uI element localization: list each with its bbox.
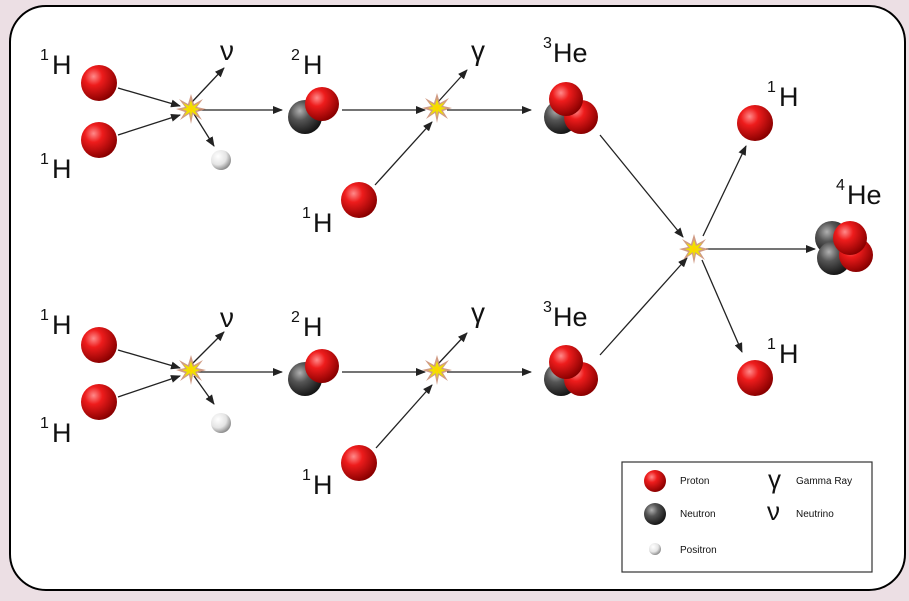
- svg-text:1: 1: [40, 47, 49, 64]
- svg-text:H: H: [303, 312, 323, 342]
- label-hydrogen-1: 1 H: [302, 467, 333, 500]
- label-hydrogen-1: 1 H: [767, 336, 799, 369]
- legend: Proton Neutron Positron γ Gamma Ray ν Ne…: [621, 461, 873, 573]
- neutrino-label: ν: [220, 35, 234, 66]
- label-helium-3: 3 He: [543, 35, 588, 68]
- svg-text:He: He: [553, 38, 588, 68]
- label-helium-3: 3 He: [543, 299, 588, 332]
- svg-text:4: 4: [836, 177, 845, 194]
- svg-text:He: He: [847, 180, 882, 210]
- reaction-arrows: [117, 67, 816, 449]
- legend-neutron-label: Neutron: [680, 509, 716, 520]
- svg-text:1: 1: [767, 79, 776, 96]
- label-hydrogen-1: 1 H: [40, 415, 72, 448]
- proton-icon: [341, 445, 377, 481]
- legend-neutrino-label: Neutrino: [796, 509, 834, 520]
- legend-gamma-symbol: γ: [768, 464, 781, 494]
- deuterium-nucleus-icon: [288, 87, 339, 134]
- svg-text:H: H: [52, 50, 72, 80]
- helium-4-nucleus-icon: [815, 221, 873, 275]
- deuterium-nucleus-icon: [288, 349, 339, 396]
- legend-neutrino-symbol: ν: [767, 496, 780, 526]
- legend-gamma-label: Gamma Ray: [796, 476, 852, 487]
- proton-icon: [81, 384, 117, 420]
- svg-text:H: H: [303, 50, 323, 80]
- label-hydrogen-1: 1 H: [40, 151, 72, 184]
- diagram-panel: [9, 5, 906, 591]
- svg-text:H: H: [313, 470, 333, 500]
- label-hydrogen-1: 1 H: [302, 205, 333, 238]
- proton-icon: [81, 65, 117, 101]
- label-hydrogen-1: 1 H: [767, 79, 799, 112]
- positron-icon: [211, 150, 231, 170]
- proton-icon: [81, 327, 117, 363]
- svg-text:H: H: [52, 418, 72, 448]
- legend-positron-icon: [649, 543, 661, 555]
- svg-text:H: H: [779, 82, 799, 112]
- label-hydrogen-1: 1 H: [40, 307, 72, 340]
- svg-text:1: 1: [40, 151, 49, 168]
- legend-positron-label: Positron: [680, 545, 717, 556]
- helium-3-nucleus-icon: [544, 345, 598, 396]
- proton-icon: [341, 182, 377, 218]
- gamma-label: γ: [471, 35, 485, 66]
- svg-text:1: 1: [767, 336, 776, 353]
- svg-text:1: 1: [40, 415, 49, 432]
- helium-3-nucleus-icon: [544, 82, 598, 134]
- svg-text:He: He: [553, 302, 588, 332]
- proton-icon: [81, 122, 117, 158]
- label-hydrogen-2: 2 H: [291, 309, 323, 342]
- positron-icon: [211, 413, 231, 433]
- legend-proton-label: Proton: [680, 476, 709, 487]
- gamma-label: γ: [471, 297, 485, 328]
- label-hydrogen-2: 2 H: [291, 47, 323, 80]
- label-helium-4: 4 He: [836, 177, 882, 210]
- svg-text:H: H: [313, 208, 333, 238]
- legend-proton-icon: [644, 470, 666, 492]
- svg-text:3: 3: [543, 35, 552, 52]
- legend-neutron-icon: [644, 503, 666, 525]
- label-hydrogen-1: 1 H: [40, 47, 72, 80]
- svg-text:2: 2: [291, 47, 300, 64]
- svg-text:1: 1: [302, 467, 311, 484]
- svg-text:H: H: [52, 154, 72, 184]
- proton-icon: [737, 105, 773, 141]
- svg-text:1: 1: [302, 205, 311, 222]
- svg-text:2: 2: [291, 309, 300, 326]
- proton-icon: [737, 360, 773, 396]
- svg-text:H: H: [52, 310, 72, 340]
- svg-text:3: 3: [543, 299, 552, 316]
- svg-text:H: H: [779, 339, 799, 369]
- svg-text:1: 1: [40, 307, 49, 324]
- neutrino-label: ν: [220, 302, 234, 333]
